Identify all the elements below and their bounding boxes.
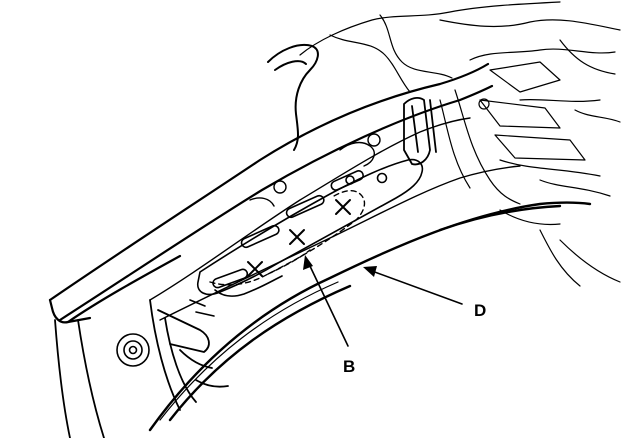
callout-b: B — [343, 357, 355, 376]
front-pillar — [54, 299, 229, 438]
wheel-arch — [148, 201, 592, 432]
background-structure — [299, 1, 621, 205]
upper-frame-rail — [48, 62, 494, 324]
vertical-bracket — [403, 97, 437, 166]
grommet — [116, 333, 150, 367]
arrowhead-d — [363, 266, 377, 277]
leader-b — [303, 255, 349, 347]
arrowhead-b — [303, 255, 313, 270]
leader-d — [363, 266, 463, 305]
cut-line — [209, 190, 366, 286]
upper-bracket — [267, 44, 319, 151]
wheel-arch-inner — [159, 209, 621, 421]
callout-d: D — [474, 301, 486, 320]
reinforcement-plate — [189, 158, 424, 317]
inner-panel — [149, 117, 521, 321]
weld-marks — [247, 199, 351, 277]
